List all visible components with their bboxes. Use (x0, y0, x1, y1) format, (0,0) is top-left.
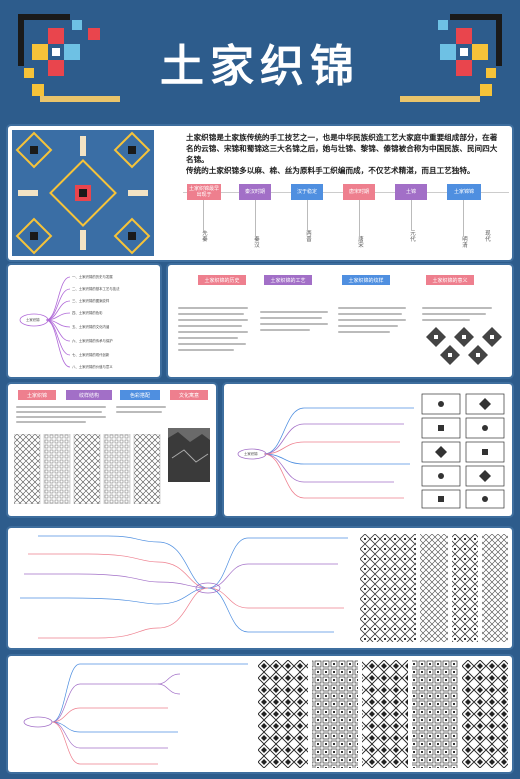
timeline-box-2: 秦汉时期 (239, 184, 271, 200)
timeline-box-1: 土家织锦最早出现于 (187, 184, 221, 200)
header-left-ornament (18, 14, 120, 102)
timeline-box-6: 土家锦锦 (447, 184, 481, 200)
patterns-card: 土家织锦 纹样结构 色彩搭配 文化寓意 (8, 384, 216, 516)
intro-card: 土家织锦是土家族传统的手工技艺之一，也是中华民族织造工艺大家庭中重要组成部分，在… (8, 126, 512, 260)
mindmap2-center: 土家织锦 (244, 452, 258, 456)
mindmap-item-7: 七、土家织锦的现代创新 (72, 353, 110, 357)
header-right-ornament (400, 14, 502, 102)
intro-paragraph: 土家织锦是土家族传统的手工技艺之一，也是中华民族织造工艺大家庭中重要组成部分，在… (186, 133, 498, 164)
timeline-label-5: 元代 (409, 230, 415, 243)
mindmap-lines (19, 276, 71, 368)
mindmap-item-2: 二、土家织锦的基本工艺与技法 (72, 287, 120, 291)
section-head-4: 土家织锦的意义 (426, 275, 474, 285)
timeline-label-4: 唐宋 (357, 236, 363, 249)
page-title: 土家织锦 (160, 41, 360, 92)
pattern-head-4: 文化寓意 (170, 390, 208, 400)
mindmap-card-1: 土家织锦 一、土家织锦的历史与发展 二、土家织锦的基本工艺与技法 三、土家织锦的… (8, 265, 160, 377)
mindmap-card-4 (8, 656, 512, 772)
timeline: 土家织锦最早出现于 秦汉时期 汉于稳定 唐宋时期 土锦 土家锦锦 先秦 秦汉 两… (183, 184, 509, 256)
mindmap3-lines (20, 535, 348, 639)
timeline-label-6: 明清 (461, 236, 467, 249)
mindmap-card-3 (8, 528, 512, 648)
pattern-sheet-2 (258, 660, 508, 768)
brocade-photo (168, 428, 210, 482)
timeline-box-3: 汉于稳定 (291, 184, 323, 200)
mindmap-item-8: 八、土家织锦的价值与意义 (72, 365, 113, 369)
pattern-sheet-1 (360, 534, 508, 642)
mindmap-item-1: 一、土家织锦的历史与发展 (72, 275, 113, 279)
mindmap-item-5: 五、土家织锦的文化内涵 (72, 325, 110, 329)
mindmap-card-2: 土家织锦 (224, 384, 512, 516)
pattern-head-3: 色彩搭配 (120, 390, 160, 400)
header: 土家织锦 (0, 0, 520, 122)
section-pattern-swatches (426, 327, 502, 365)
timeline-label-7: 现代 (484, 230, 490, 243)
mindmap-item-6: 六、土家织锦的传承与保护 (72, 339, 113, 343)
pattern-strips (14, 434, 161, 504)
mindmap4-lines (23, 663, 248, 765)
timeline-label-1: 先秦 (201, 230, 207, 243)
motif-icon-grid (421, 393, 505, 509)
brocade-pattern-image (12, 130, 154, 256)
timeline-label-2: 秦汉 (253, 236, 259, 249)
section-head-2: 土家织锦的工艺 (264, 275, 312, 285)
pattern-head-1: 土家织锦 (18, 390, 56, 400)
sections-card: 土家织锦的历史 土家织锦的工艺 土家织锦的纹样 土家织锦的意义 (168, 265, 512, 377)
mindmap2-lines (237, 407, 414, 499)
timeline-box-4: 唐宋时期 (343, 184, 375, 200)
pattern-head-2: 纹样结构 (66, 390, 112, 400)
section-head-3: 土家织锦的纹样 (342, 275, 390, 285)
mindmap-center: 土家织锦 (26, 318, 40, 322)
section-head-1: 土家织锦的历史 (198, 275, 246, 285)
mindmap-item-4: 四、土家织锦的色彩 (72, 311, 103, 315)
intro-paragraph-2: 传统的土家织锦多以麻、棉、丝为原料手工织编而成，不仅艺术精湛，而且工艺独特。 (186, 166, 475, 175)
mindmap-item-3: 三、土家织锦的图案纹样 (72, 299, 110, 303)
timeline-label-3: 两晋 (305, 230, 311, 243)
timeline-box-5: 土锦 (395, 184, 427, 200)
